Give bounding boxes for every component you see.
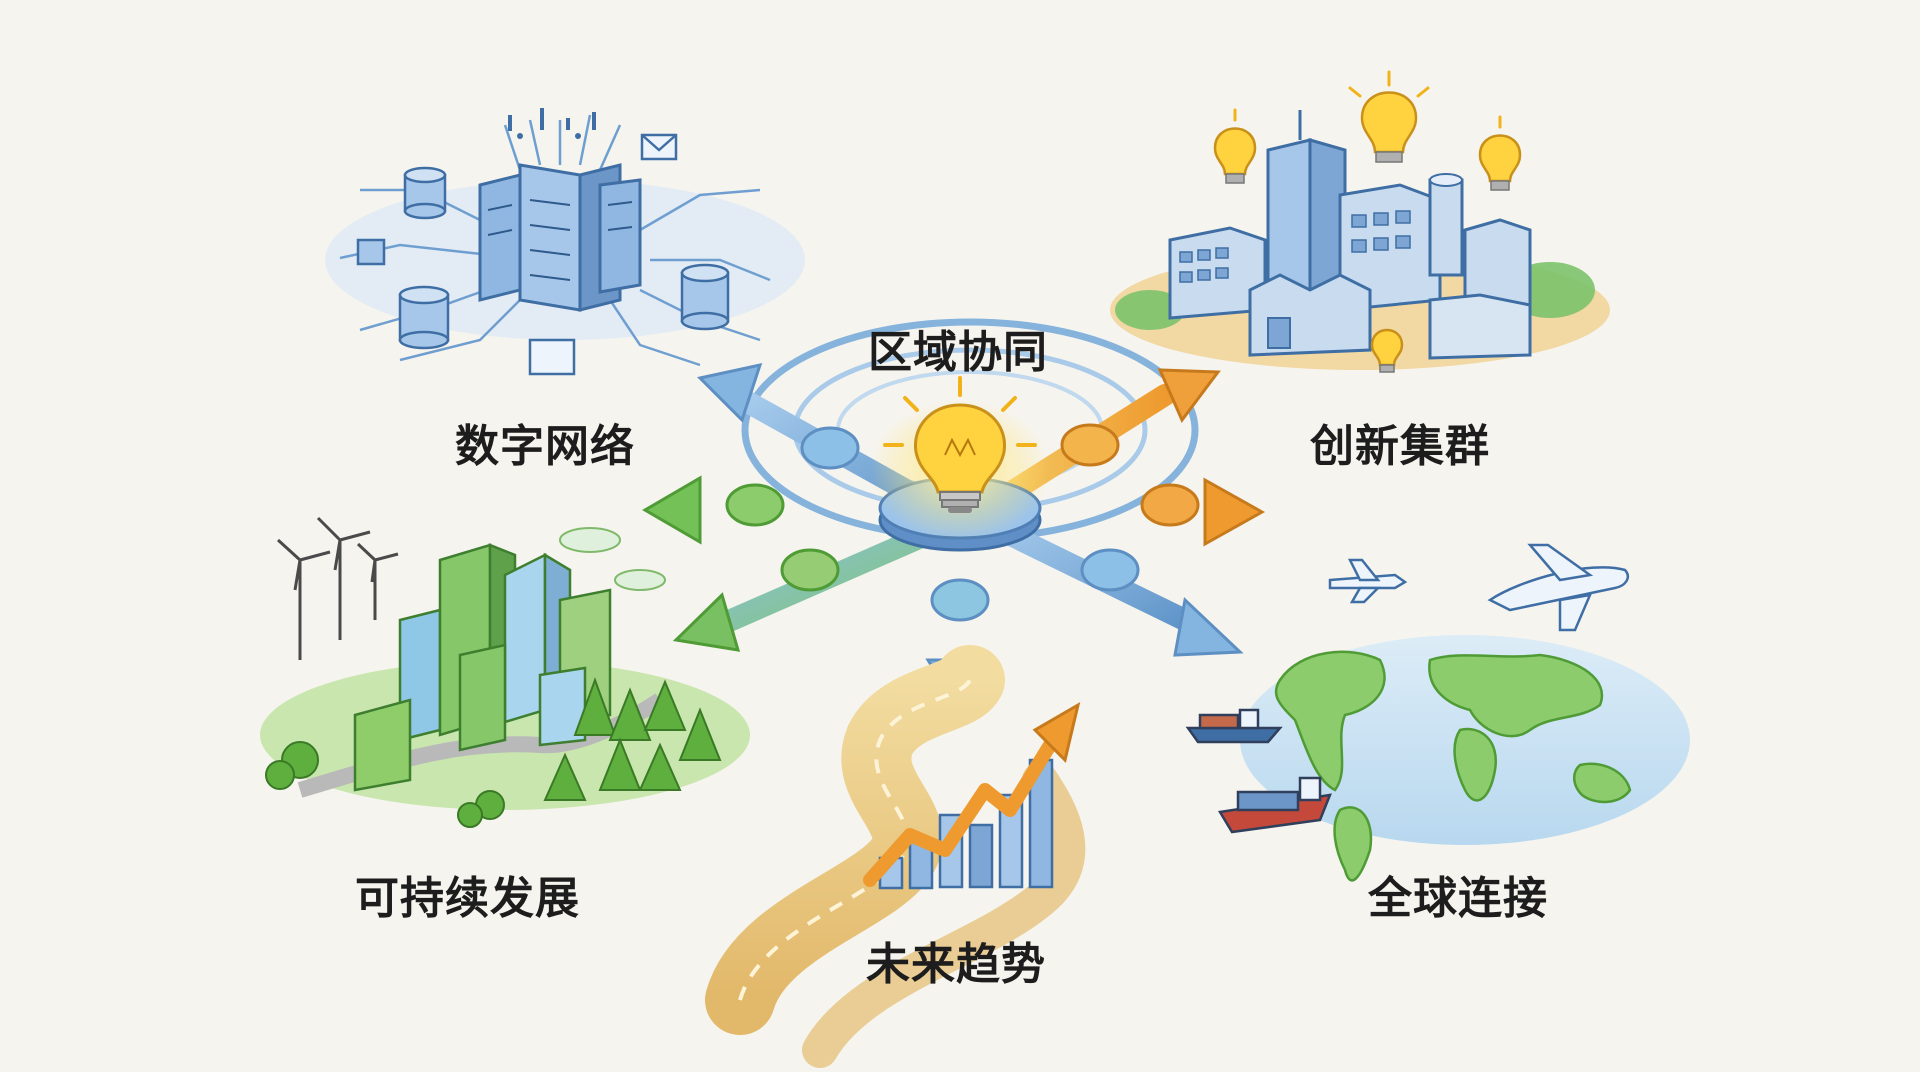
green-city-icon — [260, 516, 750, 828]
ring-node — [725, 483, 785, 527]
ring-node — [800, 426, 860, 470]
ring-node — [1140, 483, 1200, 527]
node-label-digital-network: 数字网络 — [455, 421, 635, 472]
factory-lightbulb-icon — [1110, 70, 1610, 373]
node-label-innovation-cluster: 创新集群 — [1310, 421, 1490, 472]
center-title: 区域协同 — [868, 327, 1048, 378]
node-label-global-connection: 全球连接 — [1368, 873, 1548, 924]
growth-road-icon — [705, 645, 1086, 1068]
ring-node — [1060, 423, 1120, 467]
ring-node — [780, 548, 840, 592]
node-label-future-trends: 未来趋势 — [866, 939, 1046, 990]
server-network-icon — [325, 108, 805, 376]
lightbulb-icon — [870, 376, 1050, 540]
world-map-icon — [1185, 543, 1690, 882]
node-label-sustainable-development: 可持续发展 — [355, 873, 580, 924]
ring-node — [1080, 548, 1140, 592]
ring-node — [930, 578, 990, 622]
hub-network — [642, 318, 1266, 715]
